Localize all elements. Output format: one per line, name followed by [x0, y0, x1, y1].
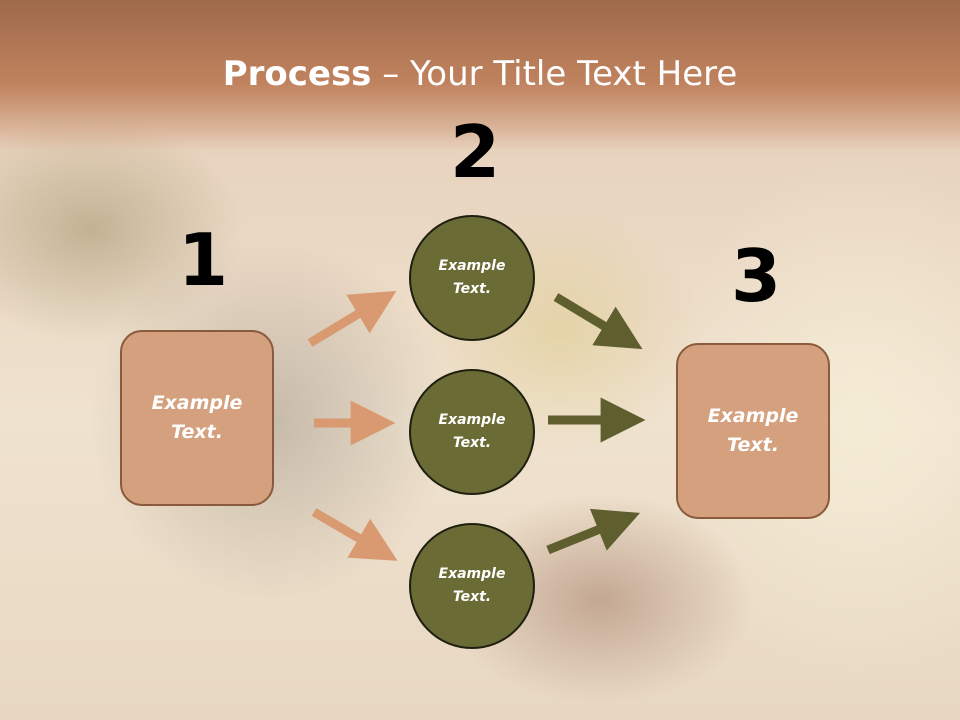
circle-top-line2: Text. — [452, 281, 492, 297]
arrow-right-down — [553, 293, 643, 350]
circle-middle-line1: Example — [438, 412, 506, 428]
circle-bottom-line2: Text. — [452, 589, 492, 605]
step-number-3: 3 — [731, 234, 782, 318]
title-rest: – Your Title Text Here — [371, 54, 738, 94]
step-number-2: 2 — [450, 110, 501, 194]
slide-title: Process – Your Title Text Here — [0, 50, 960, 98]
left-box-line1: Example — [151, 392, 243, 414]
circle-middle-line2: Text. — [452, 435, 492, 451]
arrow-left-up — [307, 290, 397, 347]
title-band — [0, 0, 960, 150]
left-box-line2: Text. — [171, 421, 223, 443]
circle-top-line1: Example — [438, 258, 506, 274]
arrow-left-down — [311, 508, 398, 561]
circle-bottom-line1: Example — [438, 566, 506, 582]
step-number-1: 1 — [178, 218, 229, 302]
arrow-right-up — [546, 508, 641, 555]
title-bold: Process — [222, 54, 372, 94]
right-box-line2: Text. — [727, 434, 779, 456]
right-box-line1: Example — [707, 405, 799, 427]
